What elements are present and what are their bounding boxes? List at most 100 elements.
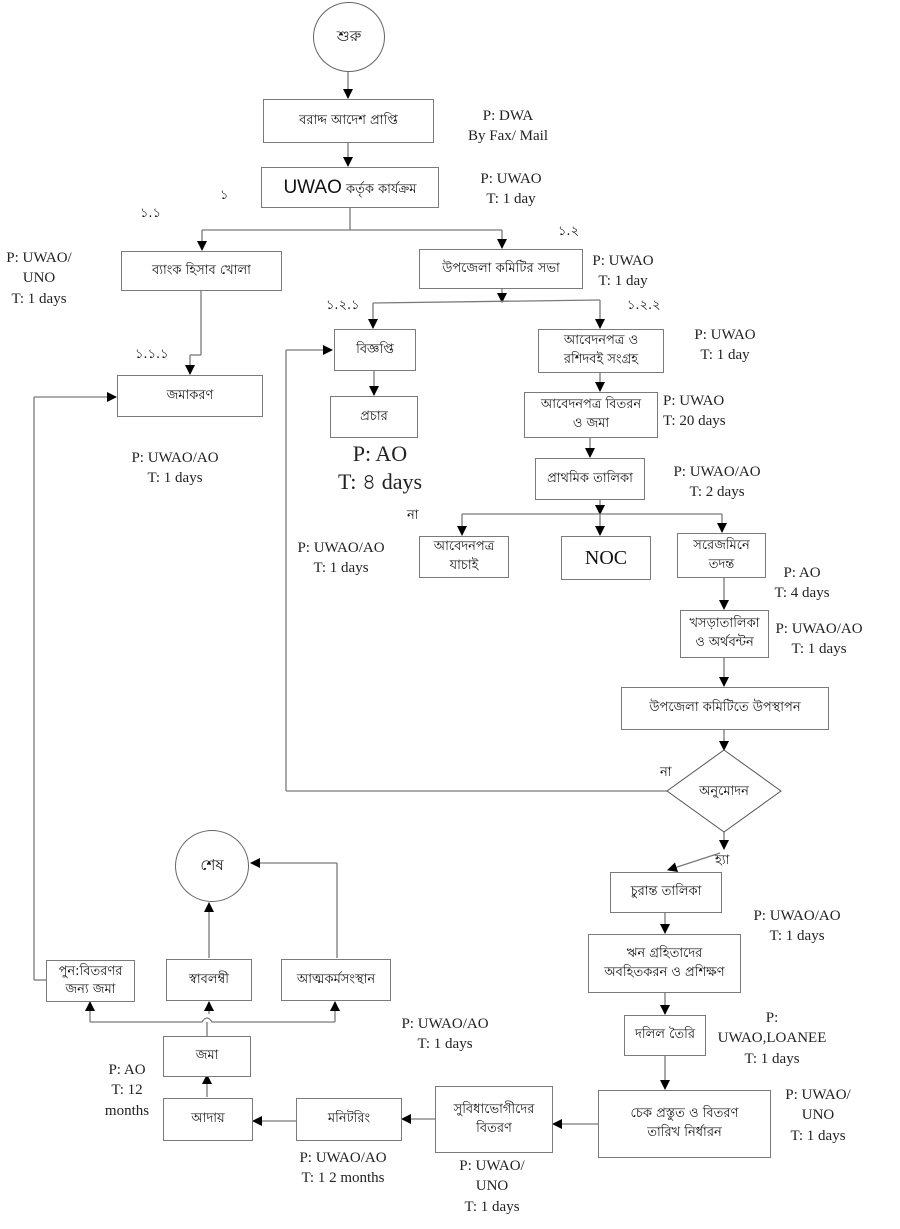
document-prep-box: দলিল তৈরি xyxy=(624,1015,706,1056)
approval-label: অনুমোদন xyxy=(699,784,749,799)
application-verify-line2: যাচাই xyxy=(449,558,479,573)
annotation-preliminary-list: P: UWAO/AO T: 2 days xyxy=(673,464,761,501)
allocation-order-label: বরাদ্দ আদেশ প্রাপ্তি xyxy=(299,112,398,128)
annotation-bank-account: P: UWAO/ UNO T: 1 days xyxy=(6,250,72,307)
borrower-training-line2: অবহিতকরন ও প্রশিক্ষণ xyxy=(604,964,725,980)
publicity-box: প্রচার xyxy=(330,396,418,438)
field-inspection-box: সরেজমিনে তদন্ত xyxy=(677,533,766,578)
recovery-box: আদায় xyxy=(163,1098,253,1141)
draft-list-box: খসড়াতালিকা ও অর্থবন্টন xyxy=(680,610,769,658)
upazila-presentation-label: উপজেলা কমিটিতে উপস্থাপন xyxy=(649,700,801,716)
annotation-document-prep: P: UWAO,LOANEE T: 1 days xyxy=(717,1010,827,1067)
approval-decision-diamond xyxy=(666,749,782,833)
deposit2-label: জমা xyxy=(195,1048,219,1064)
draft-list-line2: ও অর্থবন্টন xyxy=(695,635,754,650)
application-collect-box: আবেদনপত্র ও রশিদবই সংগ্রহ xyxy=(538,329,664,373)
beneficiary-distribution-box: সুবিধাভোগীদের বিতরণ xyxy=(435,1086,553,1153)
annotation-application-verify: P: UWAO/AO T: 1 days xyxy=(297,540,385,577)
application-distribute-box: আবেদনপত্র বিতরন ও জমা xyxy=(524,392,658,438)
field-inspection-line1: সরেজমিনে xyxy=(693,537,750,553)
step-number-1-2-1: ১.২.১ xyxy=(326,298,360,313)
annotation-draft-list: P: UWAO/AO T: 1 days xyxy=(775,621,863,658)
preliminary-list-box: প্রাথমিক তালিকা xyxy=(535,458,645,500)
annotation-uwao-activity: P: UWAO T: 1 day xyxy=(480,171,542,208)
uwao-activity-suffix: কর্তৃক কার্যক্রম xyxy=(346,181,417,197)
application-distribute-line2: ও জমা xyxy=(572,416,610,431)
annotation-final-list: P: UWAO/AO T: 1 days xyxy=(753,908,841,945)
bank-account-box: ব্যাংক হিসাব খোলা xyxy=(121,251,282,291)
monitoring-label: মনিটরিং xyxy=(327,1111,371,1127)
borrower-training-box: ঋন গ্রহিতাদের অবহিতকরন ও প্রশিক্ষণ xyxy=(588,934,741,993)
end-label: শেষ xyxy=(200,855,224,874)
self-reliant-box: স্বাবলম্বী xyxy=(166,959,252,1001)
upazila-presentation-box: উপজেলা কমিটিতে উপস্থাপন xyxy=(621,687,829,730)
borrower-training-line1: ঋন গ্রহিতাদের xyxy=(626,945,703,961)
draft-list-line1: খসড়াতালিকা xyxy=(689,616,760,632)
annotation-recovery: P: AO T: 12 months xyxy=(104,1062,150,1119)
annotation-application-collect: P: UWAO T: 1 day xyxy=(694,327,756,364)
branch-label-no-approval: না xyxy=(660,765,672,780)
uwao-activity-prefix: UWAO xyxy=(283,176,342,198)
preliminary-list-label: প্রাথমিক তালিকা xyxy=(547,470,633,486)
connector xyxy=(372,299,601,304)
publicity-label: প্রচার xyxy=(360,408,388,424)
annotation-publicity: P: AO T: ৪ days xyxy=(337,441,423,494)
annotation-monitoring: P: UWAO/AO T: 1 2 months xyxy=(299,1150,387,1187)
step-number-1: ১ xyxy=(220,188,229,203)
connector xyxy=(90,1017,335,1023)
redistribution-line2: জন্য জমা xyxy=(65,982,116,997)
step-number-1-1: ১.১ xyxy=(140,206,162,221)
cheque-prep-box: চেক প্রস্তুত ও বিতরণ তারিখ নির্ধারন xyxy=(598,1090,771,1158)
start-terminal: শুরু xyxy=(313,2,385,72)
field-inspection-line2: তদন্ত xyxy=(708,556,735,572)
self-employment-label: আত্মকর্মসংস্থান xyxy=(296,971,376,987)
annotation-field-inspection: P: AO T: 4 days xyxy=(774,565,830,602)
self-reliant-label: স্বাবলম্বী xyxy=(189,971,229,987)
annotation-allocation-order: P: DWA By Fax/ Mail xyxy=(467,108,548,145)
notification-box: বিজ্ঞপ্তি xyxy=(334,329,416,371)
deposit-label: জমাকরণ xyxy=(166,387,214,403)
document-prep-label: দলিল তৈরি xyxy=(635,1027,695,1043)
redistribution-line1: পুন:বিতরণর xyxy=(58,964,123,980)
step-number-1-1-1: ১.১.১ xyxy=(135,347,169,362)
connector xyxy=(667,852,721,872)
final-list-label: চুরান্ত তালিকা xyxy=(630,884,702,900)
redistribution-box: পুন:বিতরণর জন্য জমা xyxy=(46,960,135,1002)
annotation-deposit: P: UWAO/AO T: 1 days xyxy=(131,450,219,487)
application-collect-line1: আবেদনপত্র ও xyxy=(563,333,639,349)
annotation-upazila-meeting: P: UWAO T: 1 day xyxy=(592,253,654,290)
noc-label: NOC xyxy=(584,546,628,569)
noc-box: NOC xyxy=(561,536,651,580)
self-employment-box: আত্মকর্মসংস্থান xyxy=(281,959,391,1001)
final-list-box: চুরান্ত তালিকা xyxy=(610,872,722,913)
upazila-meeting-label: উপজেলা কমিটির সভা xyxy=(442,260,560,276)
application-collect-line2: রশিদবই সংগ্রহ xyxy=(563,352,639,367)
branch-label-yes-approval: হ্যা xyxy=(715,853,730,868)
monitoring-box: মনিটরিং xyxy=(296,1098,402,1141)
cheque-prep-line2: তারিখ নির্ধারন xyxy=(647,1125,722,1140)
annotation-outcomes: P: UWAO/AO T: 1 days xyxy=(401,1016,489,1053)
recovery-label: আদায় xyxy=(191,1111,225,1127)
bank-account-label: ব্যাংক হিসাব খোলা xyxy=(152,262,251,278)
start-label: শুরু xyxy=(336,26,362,45)
uwao-activity-box: UWAO কর্তৃক কার্যক্রম xyxy=(261,167,439,208)
application-verify-box: আবেদনপত্র যাচাই xyxy=(419,536,509,578)
step-number-1-2-2: ১.২.২ xyxy=(627,298,661,313)
annotation-application-distribute: P: UWAO T: 20 days xyxy=(663,393,726,430)
application-distribute-line1: আবেদনপত্র বিতরন xyxy=(540,397,642,413)
application-verify-line1: আবেদনপত্র xyxy=(433,539,495,555)
cheque-prep-line1: চেক প্রস্তুত ও বিতরণ xyxy=(630,1106,739,1122)
annotation-cheque-prep: P: UWAO/ UNO T: 1 days xyxy=(785,1087,851,1144)
notification-label: বিজ্ঞপ্তি xyxy=(356,341,394,357)
allocation-order-box: বরাদ্দ আদেশ প্রাপ্তি xyxy=(263,99,434,143)
branch-label-no-top: না xyxy=(407,508,419,523)
beneficiary-distribution-line1: সুবিধাভোগীদের xyxy=(453,1101,535,1117)
uwao-activity-label: UWAO কর্তৃক কার্যক্রম xyxy=(283,174,416,202)
end-terminal: শেষ xyxy=(175,830,249,902)
step-number-1-2: ১.২ xyxy=(558,224,580,239)
beneficiary-distribution-line2: বিতরণ xyxy=(476,1120,512,1136)
annotation-beneficiary-distribution: P: UWAO/ UNO T: 1 days xyxy=(459,1158,525,1215)
deposit2-box: জমা xyxy=(163,1036,251,1077)
upazila-meeting-box: উপজেলা কমিটির সভা xyxy=(419,249,583,289)
